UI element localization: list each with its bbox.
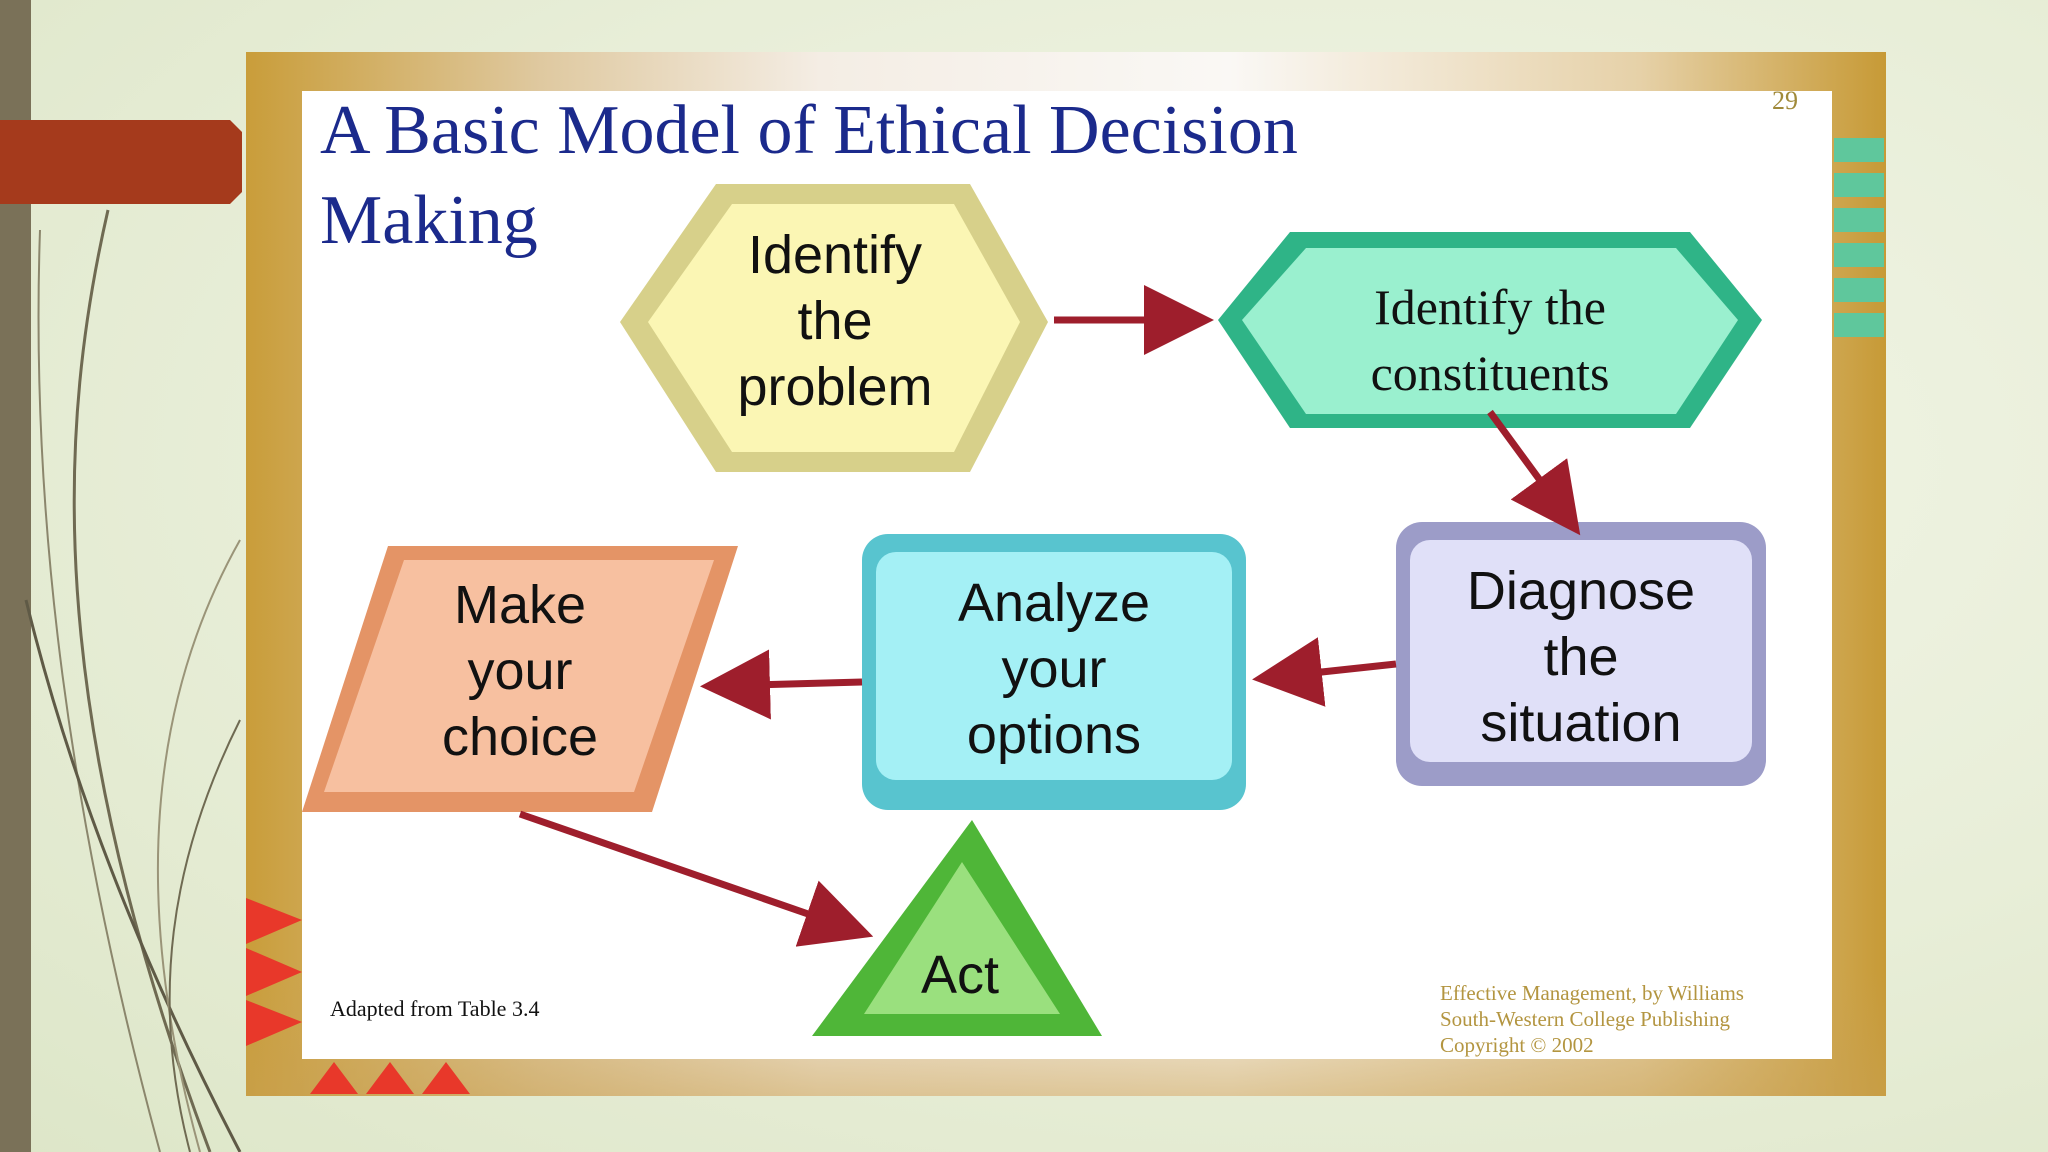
node-analyze-options [862, 534, 1246, 810]
arrow-constituents-to-diagnose [1487, 409, 1581, 536]
title-line-2: Making [320, 182, 538, 259]
node-identify-constituents [1218, 232, 1762, 428]
decorative-swooshes [24, 209, 242, 1152]
label-act: Act [920, 945, 1000, 1005]
label-make-choice: Make your choice [441, 575, 599, 767]
node-identify-problem [620, 184, 1048, 472]
label-identify-constituents: Identify the constituents [1370, 279, 1610, 401]
red-triangles-bottom [310, 1062, 470, 1094]
node-make-choice [302, 546, 738, 812]
label-diagnose-situation: Diagnose the situation [1466, 561, 1696, 753]
node-act [812, 820, 1102, 1036]
label-analyze-options: Analyze your options [957, 573, 1151, 765]
node-diagnose-situation [1396, 522, 1766, 786]
label-identify-problem: Identify the problem [737, 225, 933, 417]
arrow-diagnose-to-analyze [1252, 637, 1397, 707]
red-triangles-left [246, 898, 302, 1046]
red-accent-tab [0, 120, 242, 204]
source-note: Adapted from Table 3.4 [330, 996, 540, 1021]
credits-block: Effective Management, by Williams South-… [1440, 981, 1744, 1057]
green-stripe-bars [1834, 138, 1884, 348]
arrow-choice-to-act [518, 810, 874, 947]
arrow-analyze-to-choice [700, 649, 863, 720]
title-line-1: A Basic Model of Ethical Decision [320, 92, 1298, 169]
page-number: 29 [1772, 86, 1798, 115]
